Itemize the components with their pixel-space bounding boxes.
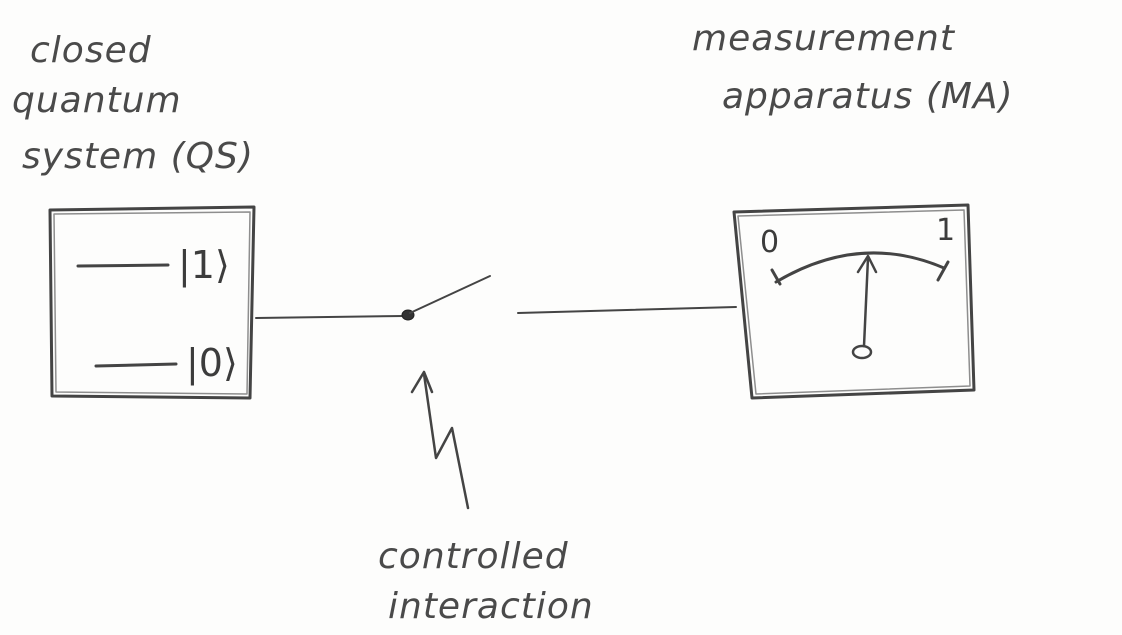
meter-label-0: 0 [760,225,779,260]
ma-wire [517,306,737,314]
interaction-switch [401,275,491,321]
meter-scale-arc [774,251,946,284]
meter-scale-left-tick [770,268,782,286]
quantum-system-box: |1⟩ |0⟩ [48,205,256,400]
qs-wire [255,315,405,319]
control-arrow [410,370,470,510]
ci-label-line-1: controlled [378,536,569,577]
meter-scale-right-tick [936,260,950,282]
meter-needle [862,256,870,348]
qs-label-line-2: quantum [12,80,182,121]
meter-needle-pivot [851,344,873,360]
controlled-interaction-label: controlled interaction [378,536,594,627]
ket-0-label: |0⟩ [186,341,238,386]
energy-level-0 [94,362,178,368]
measurement-apparatus-label: measurement apparatus (MA) [692,18,1014,117]
measurement-apparatus-box: 0 1 [732,203,976,400]
quantum-system-label: closed quantum system (QS) [12,30,254,177]
meter-label-1: 1 [936,213,955,248]
meter-needle-head [856,254,878,274]
ci-label-line-2: interaction [388,586,594,627]
ma-label-line-2: apparatus (MA) [722,76,1014,117]
ma-label-line-1: measurement [692,18,956,59]
qs-label-line-1: closed [30,30,152,71]
energy-level-1 [76,263,170,268]
switch-lever [409,275,491,314]
ket-1-label: |1⟩ [178,243,230,288]
qs-label-line-3: system (QS) [22,136,254,177]
